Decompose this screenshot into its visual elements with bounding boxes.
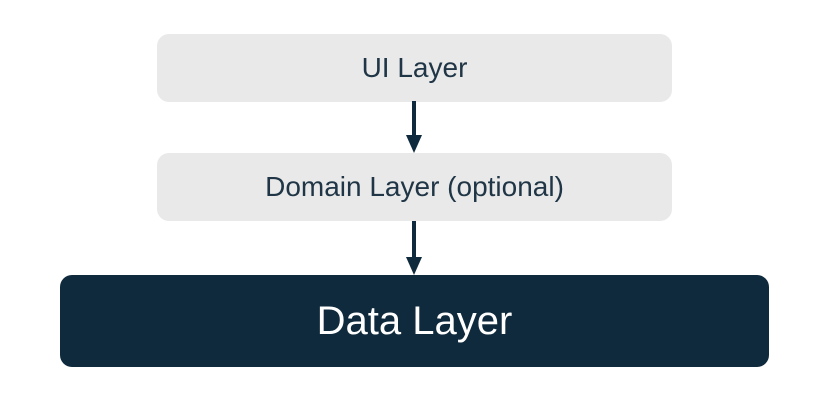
ui-layer-label: UI Layer bbox=[361, 52, 468, 83]
ui-layer-node: UI Layer bbox=[157, 34, 672, 102]
down-arrow-icon bbox=[406, 101, 422, 153]
data-layer-node: Data Layer bbox=[60, 275, 769, 367]
down-arrow-icon bbox=[406, 221, 422, 275]
data-layer-label: Data Layer bbox=[316, 298, 513, 343]
arrow-head bbox=[406, 257, 422, 275]
arrow-head bbox=[406, 135, 422, 153]
domain-layer-node: Domain Layer (optional) bbox=[157, 153, 672, 221]
domain-layer-label: Domain Layer (optional) bbox=[265, 171, 564, 202]
